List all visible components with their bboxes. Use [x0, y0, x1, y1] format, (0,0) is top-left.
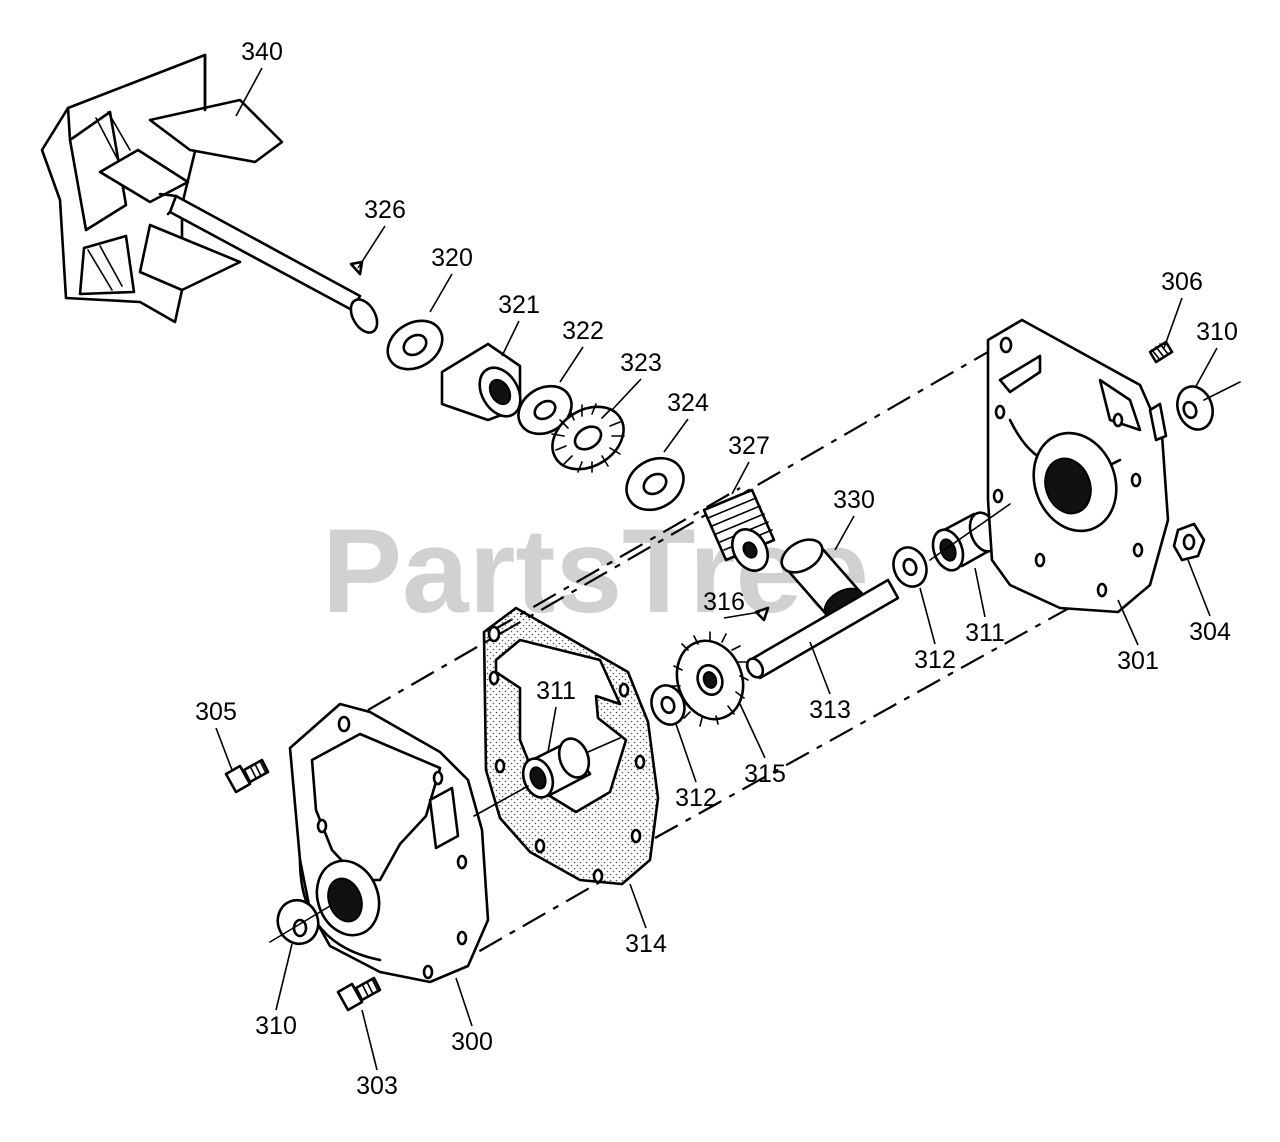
leader-c313 [809, 641, 831, 695]
leader-c312b [675, 723, 697, 783]
callout-c327[interactable]: 327 [728, 432, 770, 460]
callout-c301[interactable]: 301 [1117, 647, 1159, 675]
part-312-washer-right[interactable] [888, 543, 932, 592]
callout-c340[interactable]: 340 [241, 38, 283, 66]
alignment-lines [269, 381, 1241, 943]
callout-c305[interactable]: 305 [195, 698, 237, 726]
leader-c301 [1117, 599, 1139, 646]
callout-c314[interactable]: 314 [625, 930, 667, 958]
part-327-worm-gear[interactable] [702, 488, 776, 577]
callout-c300[interactable]: 300 [451, 1028, 493, 1056]
callout-c306[interactable]: 306 [1161, 268, 1203, 296]
part-315-gear[interactable] [666, 631, 754, 728]
callout-c321[interactable]: 321 [498, 291, 540, 319]
callout-c311b[interactable]: 311 [536, 677, 576, 705]
assembly-centerlines [367, 344, 1099, 977]
part-313-shaft[interactable] [744, 578, 900, 680]
part-340-auger[interactable] [40, 53, 383, 337]
leader-c316 [723, 611, 761, 619]
leader-c330 [834, 515, 855, 551]
callout-c312a[interactable]: 312 [914, 646, 956, 674]
callout-c304[interactable]: 304 [1189, 618, 1231, 646]
part-300-left-housing[interactable] [288, 702, 490, 984]
leader-c304 [1187, 559, 1211, 617]
callout-c310b[interactable]: 310 [255, 1012, 297, 1040]
part-312-washer-left[interactable] [646, 681, 690, 730]
callout-c313[interactable]: 313 [809, 696, 851, 724]
callout-c330[interactable]: 330 [833, 486, 875, 514]
leader-c303 [361, 1009, 378, 1071]
callout-c323[interactable]: 323 [620, 349, 662, 377]
leader-c321 [501, 320, 520, 357]
part-321-bearing-housing[interactable] [440, 342, 529, 424]
callout-leaders [215, 67, 1218, 1071]
part-306-screw[interactable] [1148, 340, 1174, 364]
leader-c324 [663, 418, 689, 453]
part-303-screw[interactable] [336, 976, 382, 1012]
part-322-washer[interactable] [510, 377, 581, 444]
leader-c320 [429, 273, 453, 313]
part-304-nut[interactable] [1172, 522, 1206, 562]
callout-c316[interactable]: 316 [703, 588, 745, 616]
leader-c315 [739, 703, 766, 759]
leader-c327 [731, 461, 750, 495]
leader-c300 [455, 977, 473, 1027]
leader-c312a [919, 587, 936, 645]
leader-c310a [1194, 347, 1218, 389]
part-324-washer[interactable] [617, 448, 693, 521]
part-305-screw[interactable] [224, 758, 270, 794]
callout-c310a[interactable]: 310 [1196, 318, 1238, 346]
part-323-thrust-bearing[interactable] [541, 394, 635, 482]
leader-c311a [974, 567, 986, 618]
leader-c340 [235, 67, 263, 117]
callout-c315[interactable]: 315 [744, 760, 786, 788]
callout-c320[interactable]: 320 [431, 244, 473, 272]
part-310-bearing-right[interactable] [1172, 382, 1219, 435]
leader-c322 [559, 346, 584, 383]
callout-c303[interactable]: 303 [356, 1072, 398, 1100]
callout-c322[interactable]: 322 [562, 317, 604, 345]
part-320-washer[interactable] [379, 311, 452, 379]
part-301-right-housing[interactable] [986, 318, 1170, 614]
leader-c310b [275, 943, 293, 1011]
leader-c311b [547, 706, 557, 753]
part-316-key[interactable] [754, 606, 770, 622]
callout-c326[interactable]: 326 [364, 196, 406, 224]
leader-c314 [629, 883, 647, 929]
leader-c326 [357, 225, 386, 269]
callout-c311a[interactable]: 311 [965, 619, 1005, 647]
callout-c324[interactable]: 324 [667, 389, 709, 417]
leader-c323 [611, 378, 642, 411]
leader-c305 [215, 727, 233, 771]
leader-c306 [1163, 297, 1183, 349]
part-311-bushing-left[interactable] [518, 734, 594, 801]
callout-c312b[interactable]: 312 [675, 784, 717, 812]
